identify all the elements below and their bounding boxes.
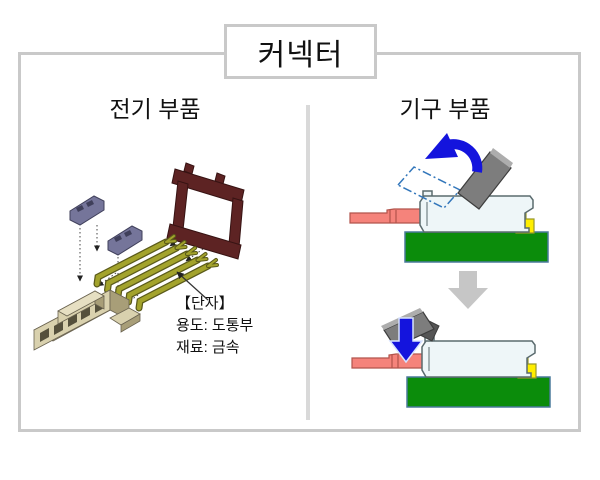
terminal-annotation: 【단자】 용도: 도통부 재료: 금속 (176, 293, 296, 359)
transition-arrow-icon (448, 271, 488, 309)
panel-divider (306, 105, 310, 420)
terminal-annotation-title: 【단자】 (176, 295, 234, 312)
exploded-view-diagram (33, 162, 245, 351)
maroon-frame-part (166, 162, 245, 260)
press-down-arrow-icon (388, 317, 424, 364)
left-panel-header: 전기 부품 (109, 96, 201, 122)
assembly-dotted-arrows (77, 225, 204, 309)
retainer-clip-1 (69, 195, 105, 226)
page-title: 커넥터 (257, 38, 344, 72)
connector-housing (33, 289, 141, 351)
rotate-arrow-icon (425, 133, 483, 173)
terminal-label-arrow (176, 271, 209, 301)
title-box: 커넥터 (224, 24, 377, 79)
assembly-steps-diagram (349, 133, 551, 408)
retainer-clip-2 (107, 225, 143, 256)
terminal-annotation-usage: 용도: 도통부 (176, 317, 254, 334)
right-panel-header: 기구 부품 (399, 96, 491, 122)
step-2-lever-closed (351, 308, 551, 408)
step-1-lever-open (349, 133, 549, 263)
terminal-annotation-material: 재료: 금속 (176, 339, 240, 356)
